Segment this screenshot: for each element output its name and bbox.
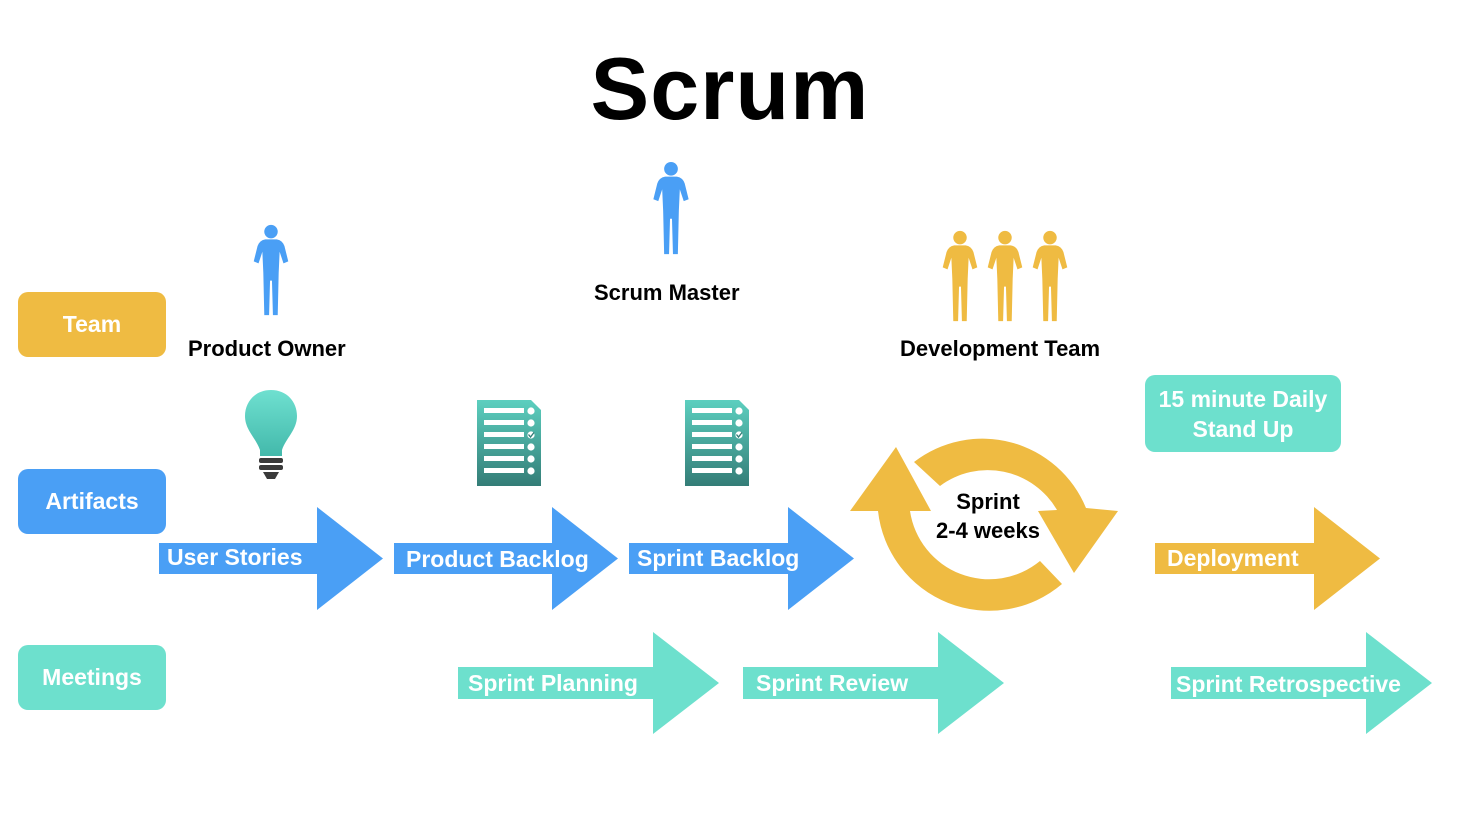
- checklist-document-icon: [685, 400, 749, 486]
- role-product-owner: Product Owner: [188, 336, 346, 361]
- arrow-shape: [458, 632, 719, 734]
- artifact-sprint-backlog: Sprint Backlog: [637, 545, 800, 571]
- person-icon: [985, 229, 1025, 325]
- arrow-shape: [629, 507, 854, 610]
- person-icon: [1030, 229, 1070, 325]
- lightbulb-icon: [245, 390, 297, 479]
- person-icon: [251, 223, 291, 319]
- arrow-shape: [1171, 632, 1432, 734]
- sprint-title: Sprint: [956, 489, 1020, 514]
- meeting-sprint-planning: Sprint Planning: [468, 670, 638, 696]
- person-icon: [940, 229, 980, 325]
- artifact-deployment: Deployment: [1167, 545, 1299, 571]
- person-icon: [651, 160, 691, 258]
- meeting-sprint-review: Sprint Review: [756, 670, 909, 696]
- legend-team: Team: [18, 292, 166, 357]
- checklist-document-icon: [477, 400, 541, 486]
- arrow-sprint-review: Sprint Review: [743, 632, 1004, 734]
- sprint-label: Sprint 2-4 weeks: [908, 487, 1068, 545]
- standup-line-2: Stand Up: [1192, 415, 1294, 442]
- artifact-product-backlog: Product Backlog: [406, 546, 589, 572]
- arrow-product-backlog: Product Backlog: [394, 507, 618, 610]
- meeting-sprint-retrospective: Sprint Retrospective: [1176, 671, 1401, 697]
- arrow-user-stories: User Stories: [159, 507, 383, 610]
- arrow-shape: [394, 507, 618, 610]
- meeting-daily-standup: 15 minute Daily Stand Up: [1145, 375, 1341, 452]
- legend-artifacts: Artifacts: [18, 469, 166, 534]
- artifact-user-stories: User Stories: [167, 544, 303, 570]
- arrow-sprint-planning: Sprint Planning: [458, 632, 719, 734]
- page-title: Scrum: [590, 39, 870, 138]
- arrow-sprint-backlog: Sprint Backlog: [629, 507, 854, 610]
- arrow-shape: [1155, 507, 1380, 610]
- arrow-shape: [159, 507, 383, 610]
- arrow-deployment: Deployment: [1155, 507, 1380, 610]
- cycle-arrows-icon: [850, 438, 1118, 611]
- standup-line-1: 15 minute Daily: [1158, 385, 1328, 412]
- role-scrum-master: Scrum Master: [594, 280, 740, 305]
- arrow-shape: [743, 632, 1004, 734]
- legend-meetings: Meetings: [18, 645, 166, 710]
- role-development-team: Development Team: [900, 336, 1101, 361]
- arrow-sprint-retrospective: Sprint Retrospective: [1171, 632, 1432, 734]
- sprint-duration: 2-4 weeks: [936, 518, 1040, 543]
